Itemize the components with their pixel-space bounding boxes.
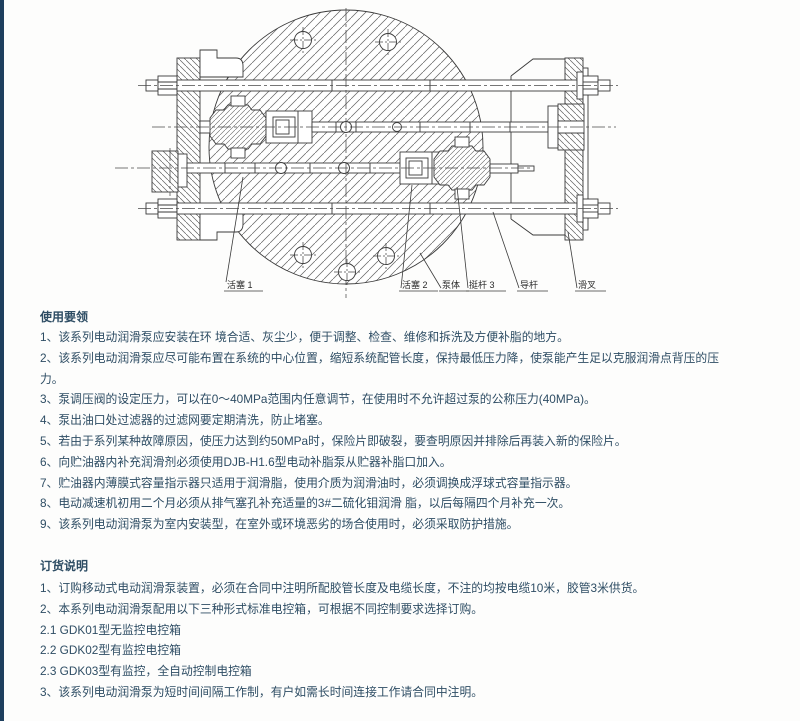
usage-heading: 使用要领 [40, 310, 89, 324]
usage-line-2: 2、该系列电动润滑泵应尽可能布置在系统的中心位置，缩短系统配管长度，保持最低压力… [40, 350, 719, 365]
ordering-lines: 1、订购移动式电动润滑泵装置，必须在合同中注明所配胶管长度及电缆长度，不注的均按… [40, 578, 644, 703]
usage-line-5: 5、若由于系列某种故障原因，使压力达到约50MPa时，保险片即破裂，要查明原因并… [40, 433, 627, 448]
ordering-line-3: 3、该系列电动润滑泵为短时间间隔工作制，有户如需长时间连接工作请合同中注明。 [40, 684, 484, 699]
ordering-line-2-1: 2.1 GDK01型无监控电控箱 [40, 622, 181, 637]
usage-line-8: 8、电动减速机初用二个月必须从排气塞孔补充适量的3#二硫化钼润滑 脂，以后每隔四… [40, 496, 571, 511]
usage-line-1: 1、该系列电动润滑泵应安装在环 境合适、灰尘少，便于调整、检查、维修和拆洗及方便… [40, 330, 569, 344]
ordering-line-2-3: 2.3 GDK03型有监控，全自动控制电控箱 [40, 664, 252, 679]
ordering-heading: 订货说明 [40, 559, 89, 573]
drawing-label-piston1: 活塞 1 [227, 279, 253, 290]
drawing-label-piston2: 活塞 2 [402, 279, 428, 290]
drawing-label-guide-rod: 导杆 [520, 279, 538, 290]
usage-line-6: 6、向贮油器内补充润滑剂必须使用DJB-H1.6型电动补脂泵从贮器补脂口加入。 [40, 454, 452, 469]
usage-line-3: 3、泵调压阀的设定压力，可以在0～40MPa范围内任意调节，在使用时不允许超过泵… [40, 392, 596, 407]
usage-line-4: 4、泵出油口处过滤器的过滤网要定期清洗，防止堵塞。 [40, 413, 330, 428]
drawing-label-pump-body: 泵体 [442, 279, 460, 290]
usage-lines: 1、该系列电动润滑泵应安装在环 境合适、灰尘少，便于调整、检查、维修和拆洗及方便… [40, 327, 719, 535]
left-accent-bar [0, 0, 4, 721]
drawing-label-tappet: 挺杆 3 [469, 279, 495, 290]
pump-cross-section-drawing: 活塞 1 活塞 2 泵体 挺杆 3 导杆 滑叉 [0, 0, 800, 302]
usage-line-9: 9、该系列电动润滑泵为室内安装型，在室外或环境恶劣的场合使用时，必须采取防护措施… [40, 517, 519, 532]
ordering-line-2: 2、本系列电动润滑泵配用以下三种形式标准电控箱，可根据不同控制要求选择订购。 [40, 601, 484, 616]
ordering-line-1: 1、订购移动式电动润滑泵装置，必须在合同中注明所配胶管长度及电缆长度，不注的均按… [40, 581, 645, 595]
usage-line-7: 7、贮油器内薄膜式容量指示器只适用于润滑脂，使用介质为润滑油时，必须调换成浮球式… [40, 475, 578, 490]
usage-line-2b: 力。 [40, 371, 64, 386]
ordering-line-2-2: 2.2 GDK02型有监控电控箱 [40, 643, 181, 658]
drawing-label-slide-fork: 滑叉 [578, 280, 596, 290]
